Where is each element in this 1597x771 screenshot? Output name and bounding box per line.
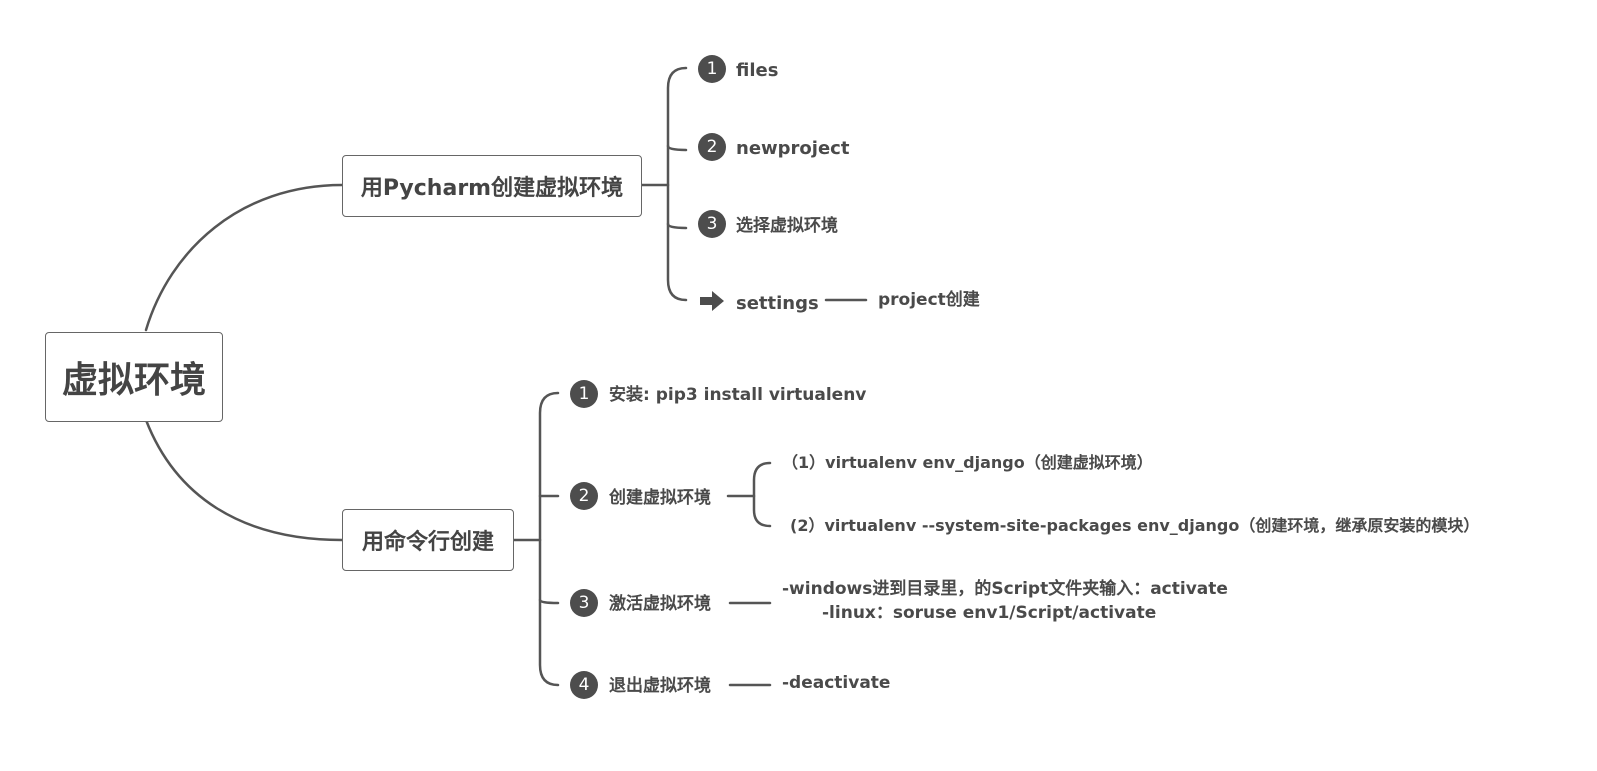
create-env-option-2[interactable]: (2）virtualenv --system-site-packages env… xyxy=(790,516,1480,535)
cmd-branch-node[interactable]: 用命令行创建 xyxy=(342,509,514,571)
activate-linux-note[interactable]: -linux：soruse env1/Script/activate xyxy=(822,603,1157,623)
root-node[interactable]: 虚拟环境 xyxy=(45,332,223,422)
settings-child-project-create[interactable]: project创建 xyxy=(878,290,980,310)
step-badge-3: 3 xyxy=(698,210,726,238)
cmd-badge-4: 4 xyxy=(570,671,598,699)
step-badge-1: 1 xyxy=(698,55,726,83)
step-settings[interactable]: settings xyxy=(736,293,819,314)
create-env-option-1[interactable]: （1）virtualenv env_django（创建虚拟环境） xyxy=(782,453,1153,472)
cmd-step-create-env[interactable]: 创建虚拟环境 xyxy=(609,488,711,508)
cmd-step-activate[interactable]: 激活虚拟环境 xyxy=(609,594,711,614)
cmd-badge-3: 3 xyxy=(570,589,598,617)
cmd-step-deactivate[interactable]: 退出虚拟环境 xyxy=(609,676,711,696)
step-newproject[interactable]: newproject xyxy=(736,138,850,159)
step-files[interactable]: files xyxy=(736,60,779,81)
activate-windows-note[interactable]: -windows进到目录里，的Script文件夹输入：activate xyxy=(782,579,1228,599)
step-select-env[interactable]: 选择虚拟环境 xyxy=(736,216,838,236)
deactivate-command[interactable]: -deactivate xyxy=(782,673,891,693)
cmd-badge-1: 1 xyxy=(570,380,598,408)
pycharm-branch-node[interactable]: 用Pycharm创建虚拟环境 xyxy=(342,155,642,217)
cmd-step-install[interactable]: 安装: pip3 install virtualenv xyxy=(609,385,867,405)
arrow-right-icon xyxy=(700,291,724,311)
step-badge-2: 2 xyxy=(698,133,726,161)
cmd-badge-2: 2 xyxy=(570,482,598,510)
